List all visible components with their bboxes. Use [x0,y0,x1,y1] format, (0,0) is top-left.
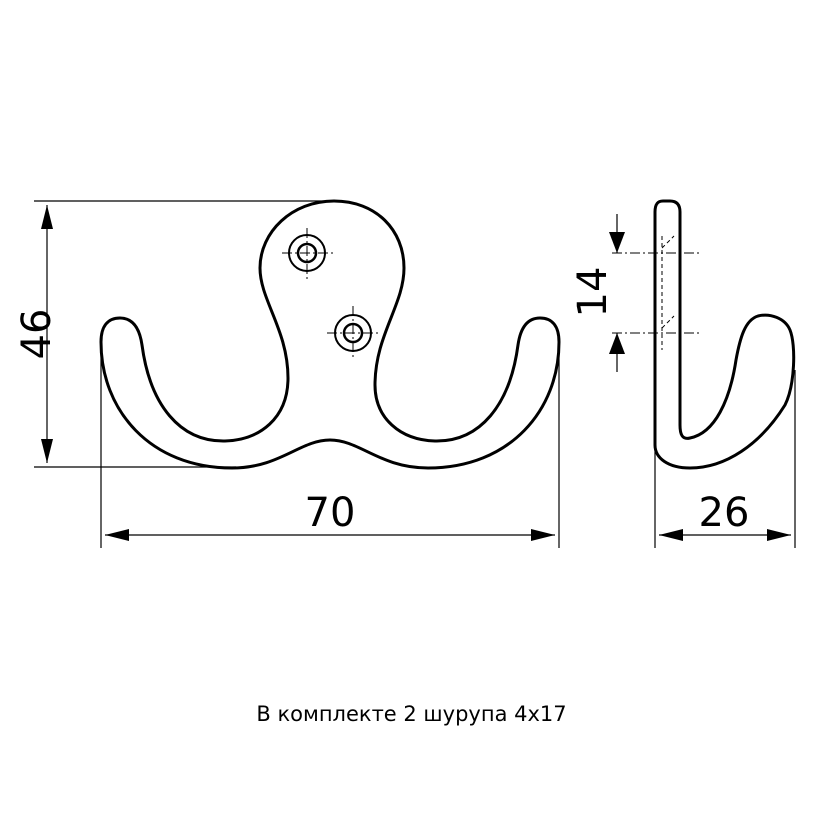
dimension-hole-spacing: 14 [570,214,625,372]
screw-hole-upper [282,228,334,280]
front-view [99,199,561,470]
dimension-depth: 26 [654,370,796,548]
side-view [612,199,796,470]
hook-front-outline [99,199,561,470]
dimension-height-label: 46 [14,309,60,360]
dimension-width: 70 [100,342,560,548]
dimension-hole-spacing-label: 14 [570,267,616,318]
screw-hole-lower [327,306,379,360]
dimension-width-label: 70 [305,490,356,536]
dimension-height: 46 [14,200,334,468]
hook-side-outline [653,199,796,470]
dimension-depth-label: 26 [699,490,750,536]
kit-caption: В комплекте 2 шурупа 4х17 [256,702,567,726]
